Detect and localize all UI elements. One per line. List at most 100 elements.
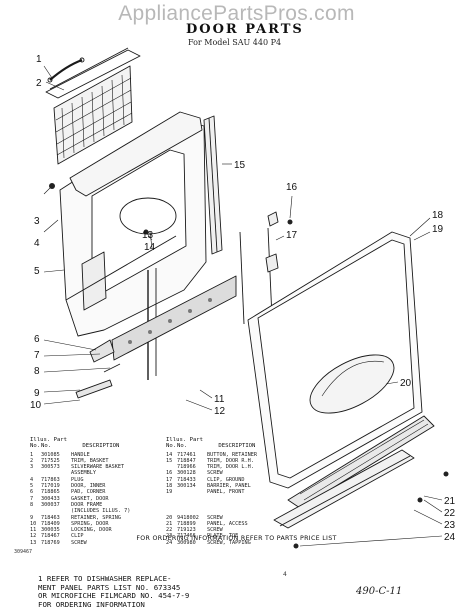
part-description: GASKET, DOOR (71, 495, 109, 502)
callout-18: 18 (432, 210, 444, 221)
illus-number: 18 (166, 483, 173, 490)
illus-number: 9 (30, 514, 34, 521)
part-number: 718769 (41, 539, 60, 546)
part-description: TRIM, DOOR L.H. (207, 464, 254, 471)
part-number: 718899 (177, 520, 196, 527)
part-description: SCREW (207, 470, 223, 477)
part-description: SCREW, TAPPING (207, 539, 251, 546)
model-subtitle: For Model SAU 440 P4 (188, 38, 282, 47)
illus-number: 11 (30, 527, 37, 534)
part-number: 300573 (41, 464, 60, 471)
illus-number: 15 (166, 457, 173, 464)
callout-12: 12 (214, 406, 226, 417)
part-description: SCREW (207, 527, 223, 534)
page-title: DOOR PARTS (186, 22, 304, 37)
table-row: 3 300573 SILVERWARE BASKET (30, 464, 130, 470)
illus-number: 2 (30, 457, 34, 464)
illus-number: 8 (30, 501, 34, 508)
callout-23: 23 (444, 520, 456, 531)
illus-number: 10 (30, 520, 37, 527)
header-no: No. (166, 443, 177, 450)
part-description: TRIM, DOOR R.H. (207, 457, 254, 464)
callout-4: 4 (34, 238, 40, 249)
part-number: 718966 (177, 464, 196, 471)
part-number: 717863 (41, 476, 60, 483)
illus-number: 24 (166, 539, 173, 546)
callout-14: 14 (144, 242, 156, 253)
illus-number: 5 (30, 483, 34, 490)
part-description: DOOR, INNER (71, 483, 106, 490)
table-row: 19 PANEL, FRONT (166, 489, 257, 495)
illus-number: 22 (166, 527, 173, 534)
header-part-no: No. (41, 443, 52, 450)
part-description: PANEL, FRONT (207, 489, 245, 496)
header-illus: Illus. Part (30, 437, 68, 443)
part-number: 717461 (177, 451, 196, 458)
illus-number: 19 (166, 489, 173, 496)
part-number: 718865 (41, 489, 60, 496)
callout-2: 2 (36, 78, 42, 89)
handwritten-note: 490-C-11 (356, 586, 403, 597)
illus-number: 17 (166, 476, 173, 483)
header-description: DESCRIPTION (82, 443, 120, 450)
part-description: SCREW (207, 514, 223, 521)
part-description: PLATE, TOE (207, 533, 239, 540)
part-number: 300433 (41, 495, 60, 502)
table-header: Illus. Part (30, 437, 130, 443)
callout-20: 20 (400, 378, 412, 389)
illus-number: 21 (166, 520, 173, 527)
illus-number: 3 (30, 464, 34, 471)
part-number: 301085 (41, 451, 60, 458)
part-number: 718467 (41, 533, 60, 540)
callout-5: 5 (34, 266, 40, 277)
illus-number: 4 (30, 476, 34, 483)
door-trim (203, 115, 223, 255)
table-row: 718966 TRIM, DOOR L.H. (166, 464, 257, 470)
part-number: 300035 (41, 527, 60, 534)
callout-3: 3 (34, 216, 40, 227)
front-panel (247, 231, 423, 489)
watermark: AppliancePartsPros.com (118, 2, 355, 25)
callout-13: 13 (142, 230, 154, 241)
part-number: 718433 (177, 476, 196, 483)
callout-9: 9 (34, 388, 40, 399)
illus-number: 1 (30, 451, 34, 458)
note-line: OR MICROFICHE FILMCARD NO. 454-7-9 (38, 591, 190, 601)
document-code: 309467 (14, 549, 33, 555)
handle-part (47, 57, 85, 83)
table-row: (INCLUDES ILLUS. 7) (30, 508, 130, 514)
toe-plate (273, 449, 415, 529)
callout-6: 6 (34, 334, 40, 345)
callout-17: 17 (286, 230, 298, 241)
header-description: DESCRIPTION (218, 443, 256, 450)
table-header-2: No.No. DESCRIPTION (166, 443, 257, 449)
part-number: 717466 (177, 533, 196, 540)
illus-number: 12 (30, 533, 37, 540)
callout-1: 1 (36, 54, 42, 65)
callout-16: 16 (286, 182, 298, 193)
callout-15: 15 (234, 160, 246, 171)
brace-rods (239, 211, 279, 325)
spring-parts (75, 363, 121, 399)
header-no: No. (30, 443, 41, 450)
part-number: 718463 (41, 514, 60, 521)
part-description: SPRING, DOOR (71, 520, 109, 527)
part-description: SILVERWARE BASKET (71, 464, 125, 471)
